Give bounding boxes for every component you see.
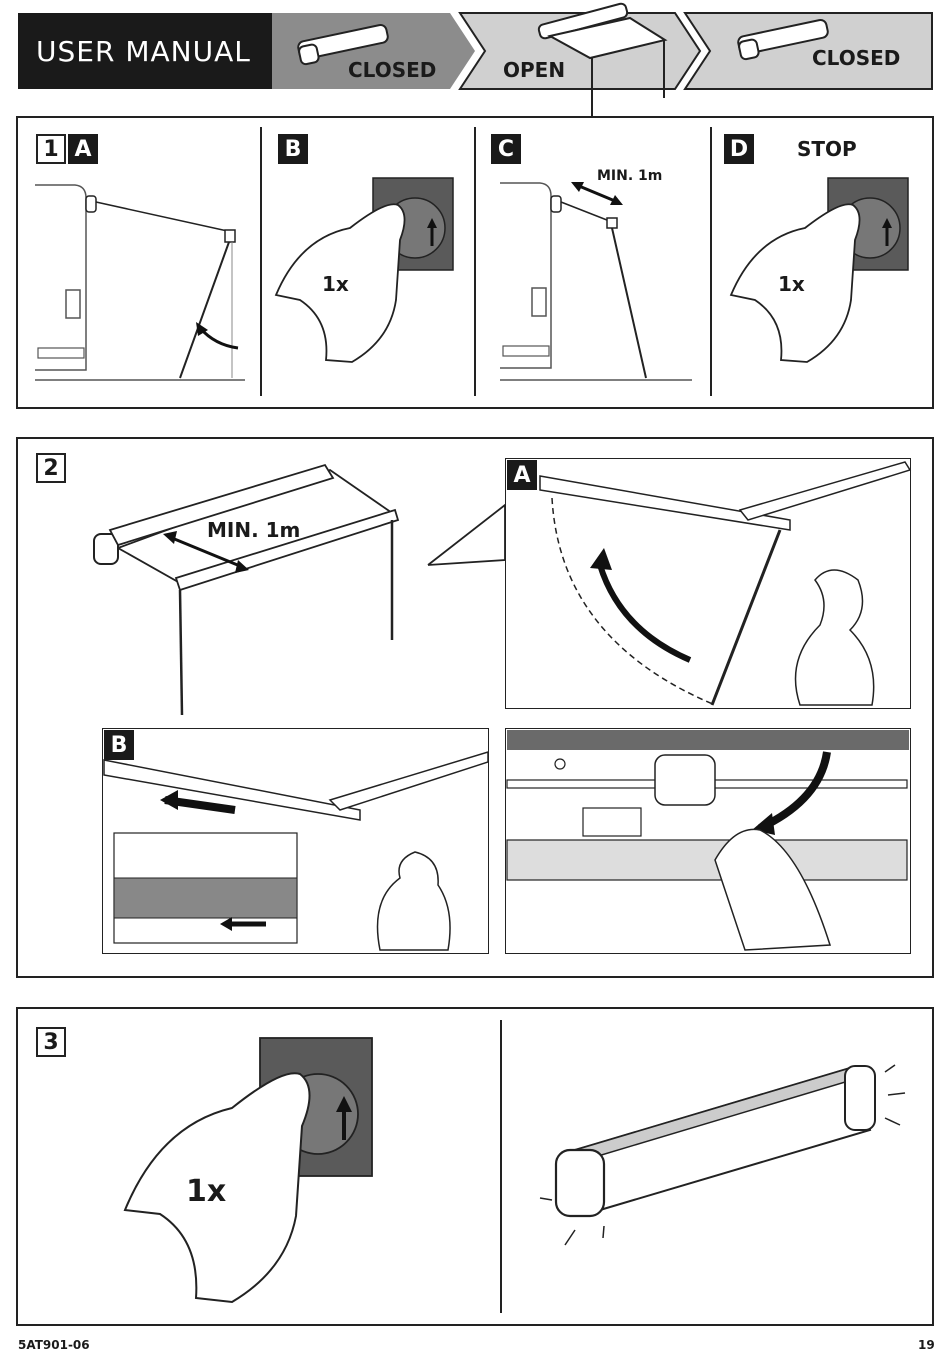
- footer-doc-code: 5AT901-06: [18, 1338, 90, 1352]
- footer-page-number: 19: [918, 1338, 935, 1352]
